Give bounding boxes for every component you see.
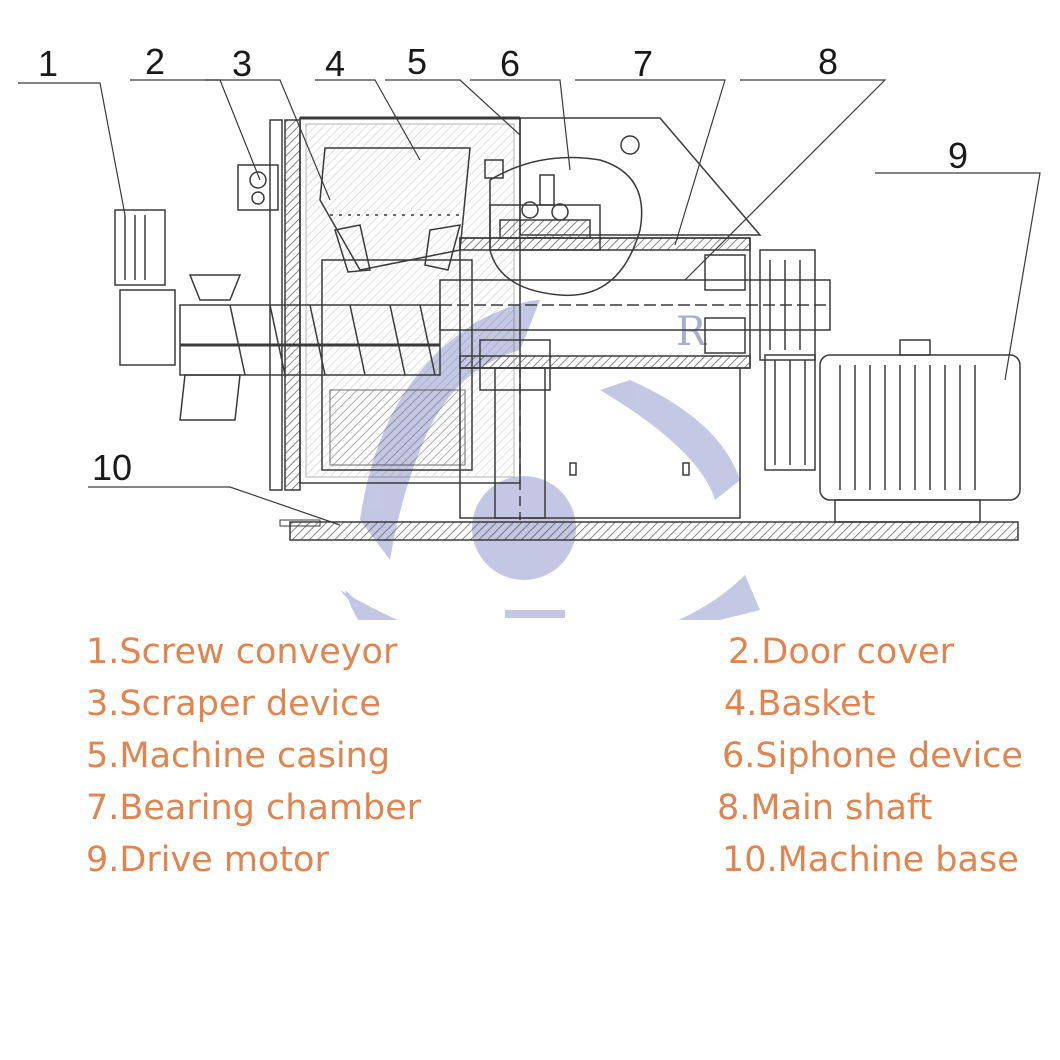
bearing-chamber [439,237,831,520]
callout-5: 5 [407,41,428,82]
callout-4: 4 [325,43,346,84]
door-cover [237,164,279,211]
legend-item-siphone-device: 6.Siphone device [722,736,1023,776]
legend-item-door-cover: 2.Door cover [728,632,954,672]
legend-item-machine-base: 10.Machine base [722,840,1019,880]
machine-base [279,519,1019,541]
callout-8: 8 [818,41,839,82]
watermark-r-icon: R [676,309,708,355]
callout-3: 3 [232,43,253,84]
pulley-assembly [759,249,816,471]
legend-item-machine-casing: 5.Machine casing [86,736,391,776]
siphone-device [484,156,643,297]
legend-item-screw-conveyor: 1.Screw conveyor [86,632,398,672]
basket [319,147,473,471]
callout-1: 1 [38,43,59,84]
callout-9: 9 [948,135,969,176]
drive-motor [819,339,1021,523]
legend-item-basket: 4.Basket [724,684,876,724]
callout-2: 2 [145,41,166,82]
centrifuge-drawing: R [18,79,1041,620]
screw-conveyor [114,209,441,421]
legend-item-drive-motor: 9.Drive motor [86,840,329,880]
callout-10: 10 [92,447,133,488]
legend-item-bearing-chamber: 7.Bearing chamber [86,788,422,828]
callout-6: 6 [500,43,521,84]
scraper-device [334,224,462,273]
legend-item-main-shaft: 8.Main shaft [717,788,933,828]
legend-item-scraper-device: 3.Scraper device [86,684,381,724]
callout-7: 7 [633,43,654,84]
